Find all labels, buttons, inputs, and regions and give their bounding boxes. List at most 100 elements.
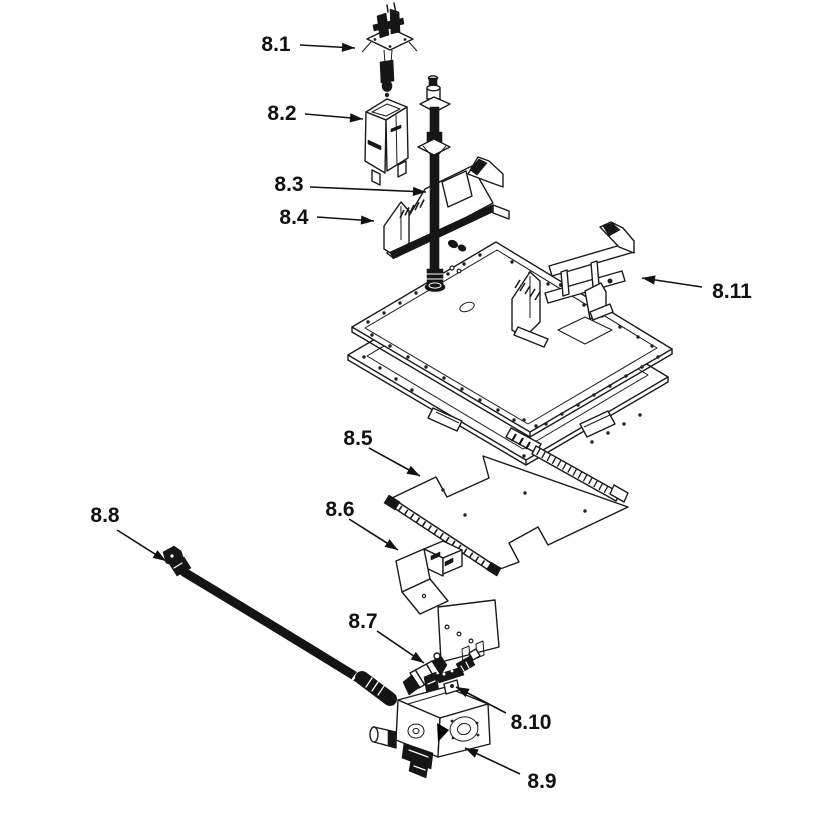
arrowhead-icon (341, 42, 355, 52)
valve-tip-dot (384, 92, 390, 98)
part-8-4-bracket-drawing (383, 156, 510, 260)
callout-8.1: 8.1 (261, 33, 356, 56)
bracket-post (560, 269, 570, 297)
valve-bottom-foot (408, 759, 429, 779)
callout-8.8: 8.8 (90, 504, 167, 562)
rod-bottom-nut (426, 268, 444, 285)
arrowhead-icon (412, 186, 426, 197)
right-stiffener-tab (579, 410, 616, 438)
valve-cross-bar (372, 17, 405, 32)
hose-body (179, 567, 363, 683)
box-right-face (385, 106, 409, 172)
part-8-3-threaded-rod-drawing (417, 75, 467, 292)
part-8-8-hose-drawing (162, 545, 397, 706)
hat-channel-slot (430, 551, 441, 561)
bracket-base-flange (513, 326, 549, 348)
valve-front-boss (407, 723, 425, 739)
leader-line (309, 186, 427, 193)
left-stiffener-tab (427, 407, 463, 432)
hem-end-cap (383, 494, 401, 511)
bracket-base-tab (492, 204, 510, 220)
callout-8.2: 8.2 (267, 102, 364, 125)
fitting-top-nub (433, 652, 441, 660)
plate-small-hole (456, 268, 462, 274)
bracket-bolt (559, 283, 563, 287)
fastener (457, 244, 467, 252)
valve-dark-wedge (437, 723, 449, 742)
part-number-label: 8.10 (511, 711, 552, 734)
callout-8.6: 8.6 (325, 498, 399, 551)
bracket-window (441, 170, 473, 208)
part-number-label: 8.9 (527, 770, 556, 793)
part-number-label: 8.5 (343, 427, 373, 450)
arrowhead-icon (384, 539, 398, 550)
box-foot (397, 160, 407, 178)
arrowhead-icon (642, 275, 656, 285)
callout-8.7: 8.7 (348, 610, 425, 664)
arrowhead-icon (410, 651, 424, 663)
frame-corner-edges (347, 354, 669, 466)
slide-rail-serrations (536, 448, 609, 494)
fitting-left-cone (402, 674, 421, 696)
valve-port-center (457, 722, 471, 736)
box-inner-rim (371, 103, 401, 117)
arrowhead-icon (456, 687, 470, 698)
notched-plate-face (391, 455, 629, 570)
callout-8.5: 8.5 (343, 427, 421, 477)
callout-8.11: 8.11 (641, 275, 752, 303)
arrowhead-icon (406, 465, 420, 476)
part-8-2-box-bracket-drawing (364, 98, 409, 186)
arrowhead-icon (465, 748, 479, 758)
part-8-1-valve-assembly-drawing (361, 2, 418, 98)
hose-neck (169, 556, 192, 577)
corner-clamp-serrations (511, 433, 531, 450)
bracket-bolt (607, 278, 613, 284)
arrowhead-icon (360, 215, 374, 225)
bracket-post (590, 260, 600, 288)
valve-right-face (437, 703, 491, 758)
bracket-flap-shadow (469, 158, 488, 176)
arrowhead-icon (152, 550, 166, 561)
plate-stiffener-rails-drawing (427, 407, 629, 503)
part-number-label: 8.3 (274, 173, 303, 196)
plate-corner-edges (351, 326, 673, 438)
elbow-barb-arm (455, 655, 476, 674)
valve-stem-tip (379, 59, 395, 84)
valve-port-ring (449, 716, 479, 742)
rod-washer (424, 282, 446, 292)
callout-8.3: 8.3 (274, 173, 427, 197)
valve-flange-legs (361, 41, 418, 53)
rod-shaft (429, 106, 440, 270)
part-8-11-bracket-drawing (511, 221, 635, 348)
callout-layer: 8.1 8.2 8.3 8.4 8.5 8.6 8.7 8.8 8.9 8.10 8.11 (90, 33, 752, 793)
part-8-6-bracket-drawing (395, 540, 500, 664)
notched-plate-holes (441, 488, 587, 517)
part-8-5-notched-plate-drawing (383, 455, 629, 577)
valve-top-stems (386, 2, 397, 14)
hat-channel-slot (444, 557, 454, 567)
part-number-label: 8.7 (348, 610, 377, 633)
bracket-flap-shadow (602, 222, 621, 237)
elbow-tip (468, 648, 481, 661)
part-number-label: 8.1 (261, 33, 291, 56)
slide-rail-end-cap (609, 484, 629, 503)
bracket-base-flange (589, 303, 614, 321)
callout-8.4: 8.4 (279, 206, 375, 229)
plate-oval-hole (459, 301, 475, 313)
fastener (447, 239, 459, 249)
box-foot (371, 169, 381, 186)
part-8-9-valve-block-drawing (369, 679, 491, 779)
arrowhead-icon (349, 113, 363, 123)
plate-bracket-notch (557, 316, 613, 345)
bracket-foot-serrations (514, 279, 541, 301)
hem-end-cap (486, 561, 502, 577)
plate-small-hole (449, 265, 455, 271)
part-number-label: 8.4 (279, 206, 309, 229)
part-number-label: 8.8 (90, 504, 120, 527)
box-slot (367, 139, 382, 151)
box-left-face (364, 111, 387, 174)
valve-tip-ball (381, 80, 393, 92)
elbow-bar (435, 666, 465, 684)
